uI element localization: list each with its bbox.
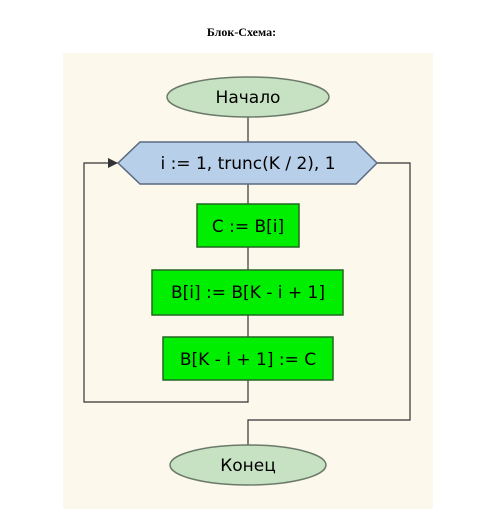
loop-label: i := 1, trunc(K / 2), 1	[160, 154, 335, 174]
start-terminal	[166, 76, 330, 118]
loop-back-connector	[83, 162, 249, 403]
loop-exit-connector	[247, 162, 411, 445]
end-label: Конец	[220, 456, 276, 476]
end-terminal	[169, 444, 327, 486]
loop-back-arrowhead	[108, 158, 118, 168]
process-step-label: B[K - i + 1] := C	[180, 350, 316, 370]
page-title: Блок-Схема:	[206, 25, 277, 39]
process-step	[151, 269, 344, 316]
start-label: Начало	[216, 88, 281, 108]
process-step	[162, 336, 334, 381]
loop-header	[116, 141, 379, 185]
flow-connectors	[83, 117, 411, 445]
process-step	[196, 203, 300, 248]
process-step-label: C := B[i]	[212, 217, 284, 237]
process-step-label: B[i] := B[K - i + 1]	[171, 283, 325, 303]
